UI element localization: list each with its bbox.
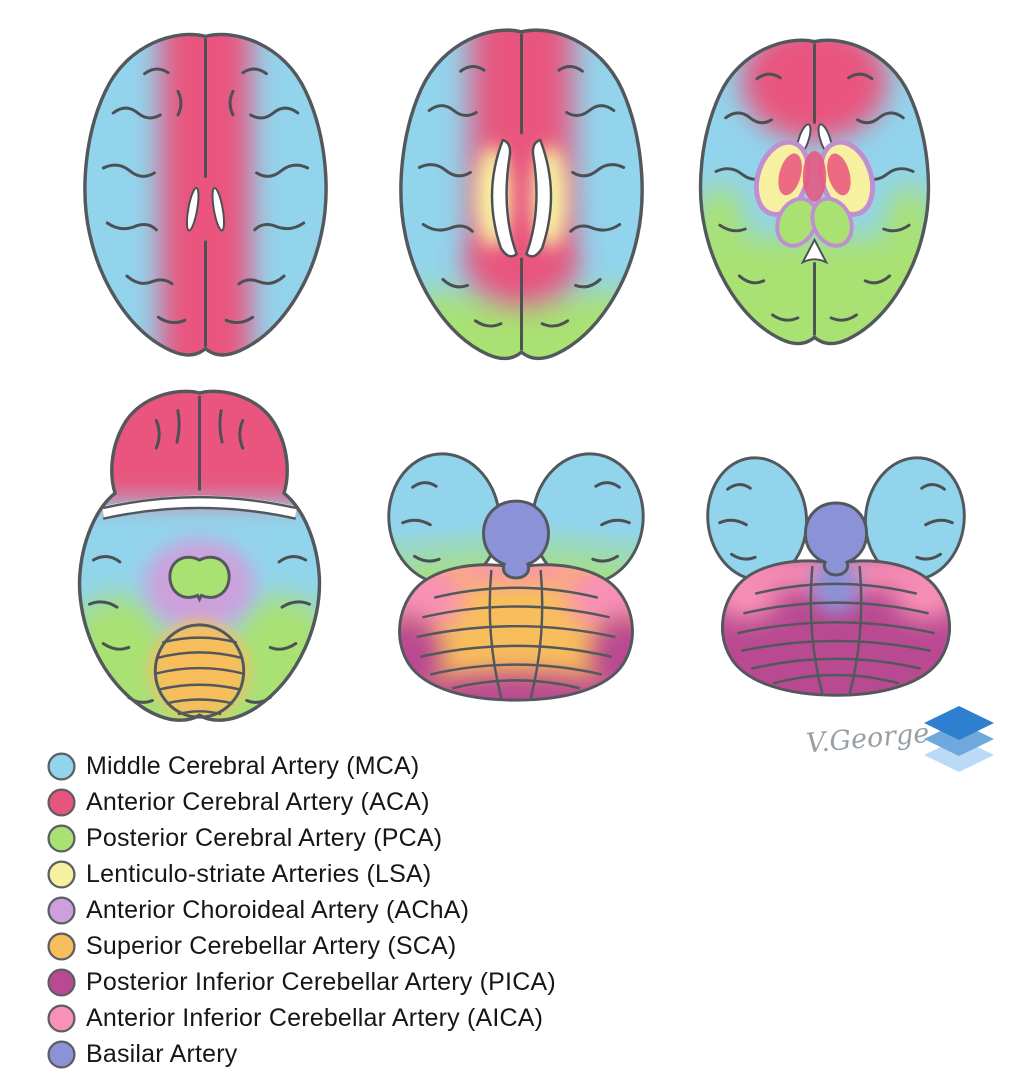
brain-slice-5-svg — [387, 452, 645, 702]
layers-icon-svg — [924, 706, 994, 772]
legend-item-basilar: Basilar Artery — [46, 1036, 556, 1072]
legend-item-acha: Anterior Choroideal Artery (AChA) — [46, 892, 556, 928]
basilar-vermis-patch — [812, 560, 860, 614]
brain-slice-axial-ventricles — [382, 16, 662, 374]
caudate-left — [778, 153, 802, 196]
legend-item-aca: Anterior Cerebral Artery (ACA) — [46, 784, 556, 820]
brain-outline — [698, 38, 931, 346]
legend-label-aca: Anterior Cerebral Artery (ACA) — [86, 787, 430, 816]
legend-label-basilar: Basilar Artery — [86, 1039, 238, 1068]
legend-label-sca: Superior Cerebellar Artery (SCA) — [86, 931, 457, 960]
thalamus-right — [810, 196, 854, 248]
posterior-ventricle — [800, 237, 829, 265]
legend-swatch-aca-icon — [47, 787, 76, 817]
brain-slice-axial-superior — [68, 22, 343, 367]
brain-slice-2-svg — [399, 28, 644, 361]
layers-icon — [916, 698, 1002, 778]
legend-item-mca: Middle Cerebral Artery (MCA) — [46, 748, 556, 784]
legend-item-aica: Anterior Inferior Cerebellar Artery (AIC… — [46, 1000, 556, 1036]
legend-swatch-mca-icon — [47, 751, 76, 781]
legend-item-pca: Posterior Cerebral Artery (PCA) — [46, 820, 556, 856]
brain-slice-6-svg — [706, 456, 966, 697]
legend-swatch-pica-icon — [47, 967, 76, 997]
legend-swatch-lsa-icon — [47, 859, 76, 889]
sca-territory — [150, 620, 249, 720]
brain-slice-cerebellum-inferior — [698, 444, 974, 704]
legend-swatch-aica-icon — [47, 1003, 76, 1033]
sylvian-gap — [101, 495, 298, 520]
legend-item-sca: Superior Cerebellar Artery (SCA) — [46, 928, 556, 964]
layers-icon-top — [924, 706, 994, 740]
legend-label-mca: Middle Cerebral Artery (MCA) — [86, 751, 420, 780]
brain-outline — [399, 28, 644, 361]
lateral-ventricles — [490, 138, 553, 258]
brain-slice-axial-midbrain — [60, 382, 340, 738]
lateral-ventricles — [186, 186, 225, 232]
pica-territory-bottom — [399, 672, 633, 701]
brain-outline — [83, 32, 328, 357]
legend-swatch-sca-icon — [47, 931, 76, 961]
legend-item-lsa: Lenticulo-striate Arteries (LSA) — [46, 856, 556, 892]
sulci — [714, 72, 915, 322]
legend-label-acha: Anterior Choroideal Artery (AChA) — [86, 895, 470, 924]
legend-swatch-basilar-icon — [47, 1039, 76, 1069]
brain-slice-1-svg — [83, 32, 328, 357]
temporal-sulci — [718, 483, 954, 561]
brain-slice-4-svg — [77, 389, 322, 722]
legend-item-pica: Posterior Inferior Cerebellar Artery (PI… — [46, 964, 556, 1000]
caudate-right — [827, 153, 851, 196]
cerebellum-outline — [398, 563, 634, 702]
midbrain — [168, 555, 231, 603]
legend-swatch-acha-icon — [47, 895, 76, 925]
third-ventricle-region — [802, 150, 827, 202]
brain-slice-axial-basal-ganglia — [682, 30, 947, 352]
cerebellum-folia — [737, 566, 935, 694]
legend-label-pica: Posterior Inferior Cerebellar Artery (PI… — [86, 967, 556, 996]
pons-basilar — [803, 501, 869, 577]
legend-label-lsa: Lenticulo-striate Arteries (LSA) — [86, 859, 432, 888]
legend-swatch-pca-icon — [47, 823, 76, 853]
pca-territory-posterior — [106, 687, 293, 721]
deep-structures — [753, 123, 876, 265]
brain-slice-3-svg — [698, 38, 931, 346]
brain-slice-cerebellum-superior — [372, 440, 660, 706]
sulci — [417, 65, 626, 328]
legend-label-pca: Posterior Cerebral Artery (PCA) — [86, 823, 443, 852]
brain-outline — [77, 389, 322, 722]
cerebellum-folia — [416, 569, 616, 699]
cerebellum-outline — [721, 559, 951, 697]
temporal-sulci — [401, 481, 631, 563]
sulci — [101, 67, 310, 325]
legend: Middle Cerebral Artery (MCA) Anterior Ce… — [46, 748, 556, 1072]
legend-label-aica: Anterior Inferior Cerebellar Artery (AIC… — [86, 1003, 544, 1032]
pons-basilar — [482, 499, 550, 580]
